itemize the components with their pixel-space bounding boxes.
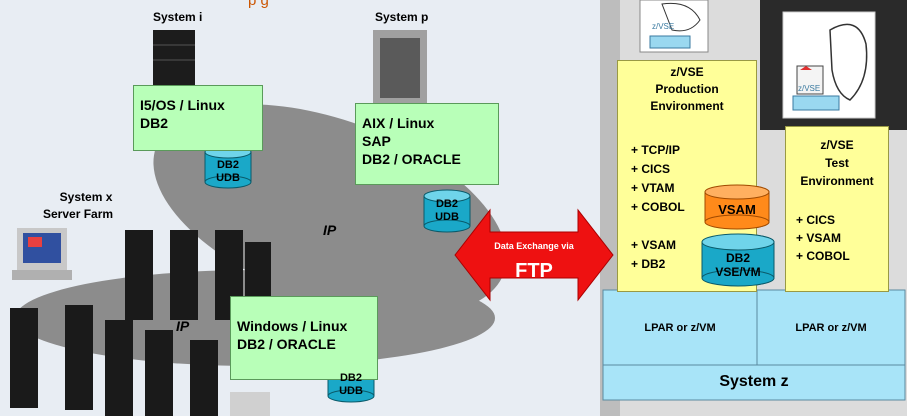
db-label: DB2 / ORACLE	[362, 151, 461, 167]
zvse-mascot-top	[639, 0, 709, 53]
arrow-caption: Data Exchange via	[494, 241, 574, 251]
windows-os-box: Windows / Linux DB2 / ORACLE	[230, 296, 378, 380]
system-i-label: System i	[153, 10, 203, 24]
ip-network-label: IP	[176, 318, 190, 334]
db-label: DB2 / ORACLE	[237, 336, 336, 352]
box-title: z/VSE	[670, 65, 704, 79]
ftp-label: FTP	[515, 260, 553, 282]
os-label: AIX / Linux	[362, 115, 435, 131]
mascot-zvse-text: z/VSE	[798, 84, 821, 93]
server-farm-racks	[10, 230, 271, 416]
ip-network-label: IP	[323, 222, 337, 238]
feature-item: + COBOL	[796, 249, 850, 263]
feature-item: + DB2	[631, 257, 666, 271]
box-title: Test	[825, 156, 849, 170]
box-title: Environment	[650, 99, 724, 113]
os-label: I5/OS / Linux	[140, 97, 225, 113]
feature-item: + CICS	[796, 213, 836, 227]
feature-item: + VTAM	[631, 181, 675, 195]
box-title: Production	[655, 82, 719, 96]
zvse-mascot-right	[782, 11, 876, 119]
page-title-fragment: p g	[248, 0, 269, 9]
db-label: DB2	[140, 115, 169, 131]
os-label: Windows / Linux	[237, 318, 348, 334]
feature-item: + VSAM	[631, 238, 677, 252]
box-title: z/VSE	[820, 138, 854, 152]
system-i-os-box: I5/OS / Linux DB2	[133, 85, 263, 151]
feature-item: + CICS	[631, 162, 671, 176]
zvse-test-box: z/VSE Test Environment + CICS + VSAM + C…	[785, 126, 889, 292]
system-p-os-box: AIX / Linux SAP DB2 / ORACLE	[355, 103, 499, 185]
db2-udb-cylinder-system-p	[423, 189, 471, 233]
box-title: Environment	[800, 174, 874, 188]
feature-item: + COBOL	[631, 200, 685, 214]
system-z-label: System z	[719, 373, 789, 390]
mascot-zvse-text: z/VSE	[652, 22, 675, 31]
vsam-label: VSAM	[718, 202, 756, 217]
system-x-label: System x Server Farm	[43, 190, 114, 221]
feature-item: + TCP/IP	[631, 143, 681, 157]
app-label: SAP	[362, 133, 391, 149]
lpar-left-label: LPAR or z/VM	[644, 322, 716, 334]
system-p-label: System p	[375, 10, 429, 24]
lpar-right-label: LPAR or z/VM	[795, 322, 867, 334]
ftp-exchange-arrow	[454, 208, 614, 302]
system-z-base	[602, 289, 906, 401]
feature-item: + VSAM	[796, 231, 842, 245]
